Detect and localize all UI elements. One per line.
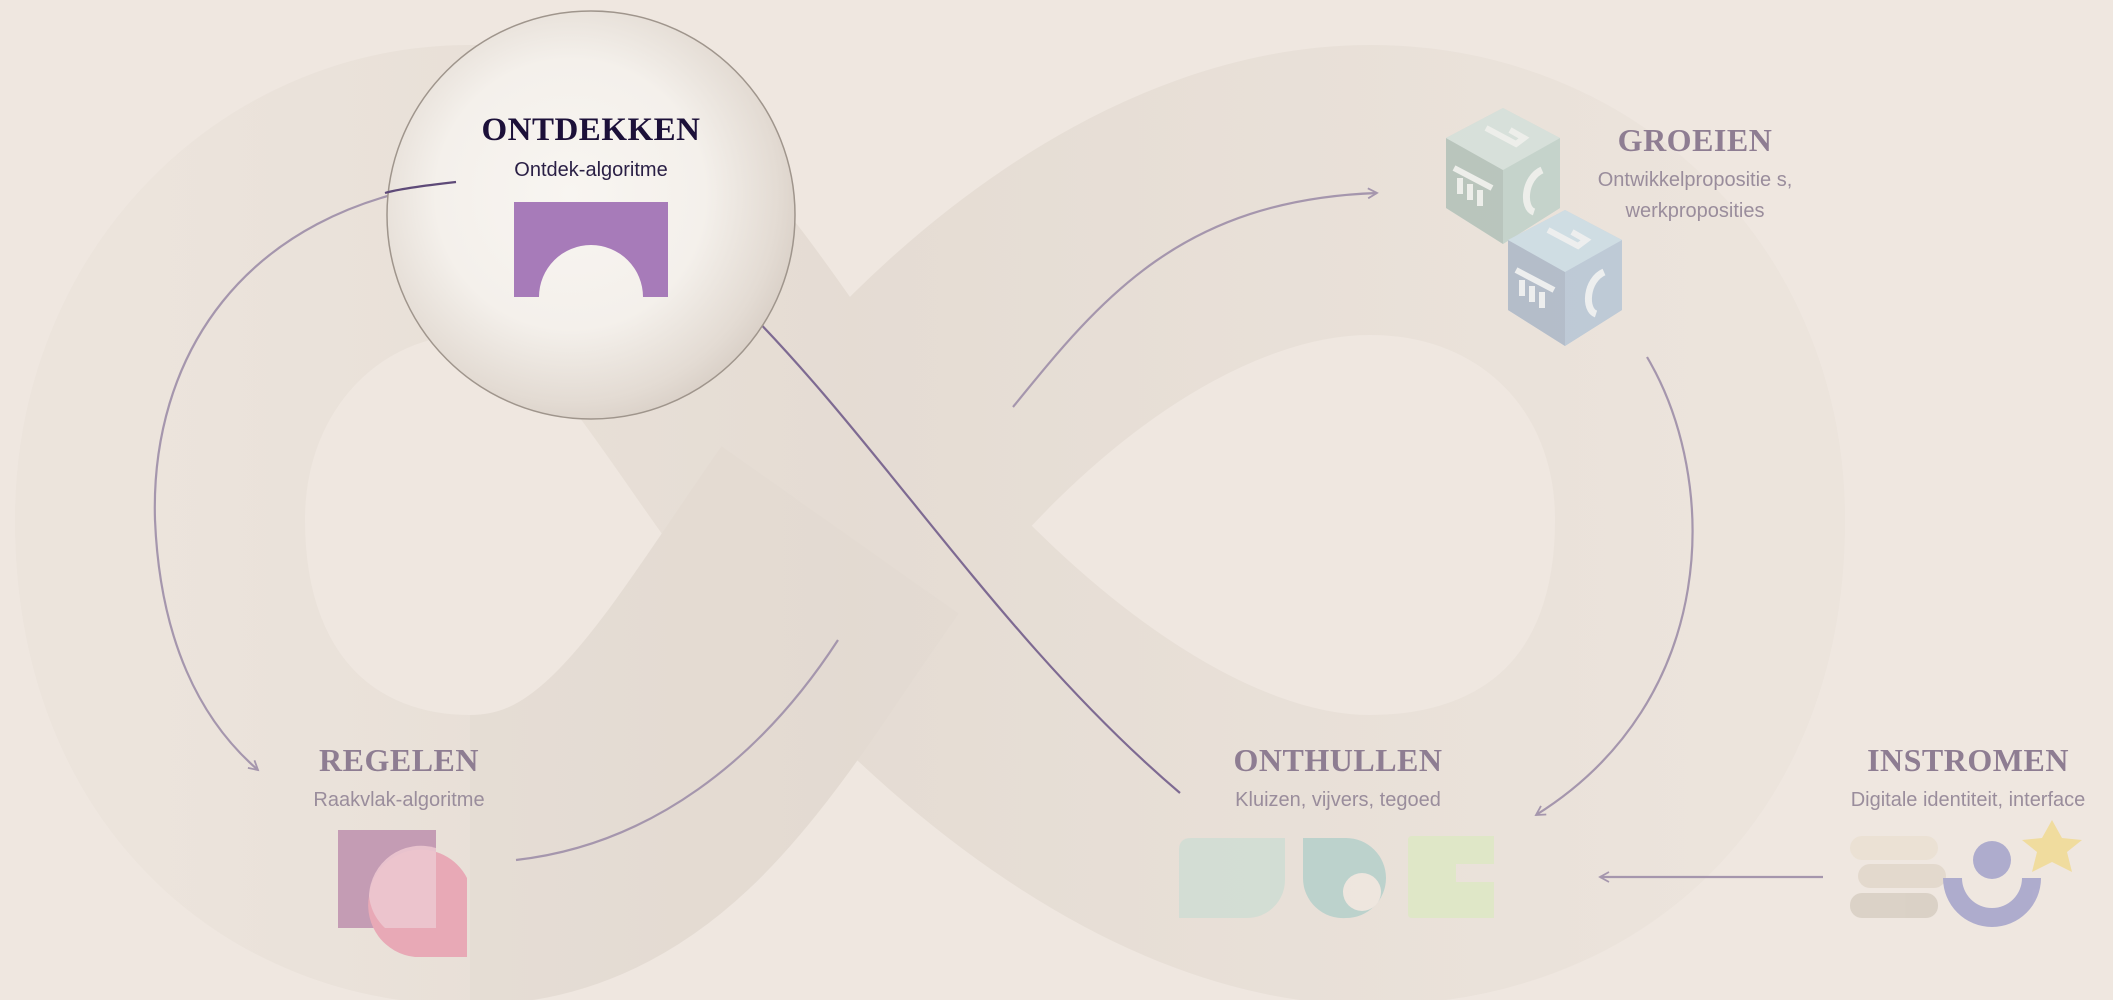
stage-title: GROEIEN: [1580, 122, 1810, 159]
stage-instromen: INSTROMEN Digitale identiteit, interface: [1838, 742, 2098, 816]
stage-title: REGELEN: [270, 742, 528, 779]
stage-subtitle: Raakvlak-algoritme: [270, 785, 528, 816]
stage-subtitle-line: Ontwikkelpropositie s,: [1580, 165, 1810, 196]
stage-subtitle: Kluizen, vijvers, tegoed: [1208, 785, 1468, 816]
stage-subtitle: Ontdek-algoritme: [388, 159, 794, 182]
stage-subtitle-line: werkproposities: [1580, 196, 1810, 227]
stage-subtitle: Digitale identiteit, interface: [1838, 785, 2098, 816]
stage-regelen: REGELEN Raakvlak-algoritme: [270, 742, 528, 816]
identity-stack-icon: [1850, 820, 2082, 927]
stage-onthullen: ONTHULLEN Kluizen, vijvers, tegoed: [1208, 742, 1468, 816]
stage-ontdekken: ONTDEKKEN Ontdek-algoritme: [388, 112, 794, 182]
vault-shapes-icon: [1179, 836, 1494, 918]
stage-title: ONTDEKKEN: [388, 112, 794, 149]
stage-title: INSTROMEN: [1838, 742, 2098, 779]
stage-subtitle: Ontwikkelpropositie s, werkproposities: [1580, 165, 1810, 227]
stage-groeien: GROEIEN Ontwikkelpropositie s, werkpropo…: [1580, 122, 1810, 227]
stage-title: ONTHULLEN: [1208, 742, 1468, 779]
